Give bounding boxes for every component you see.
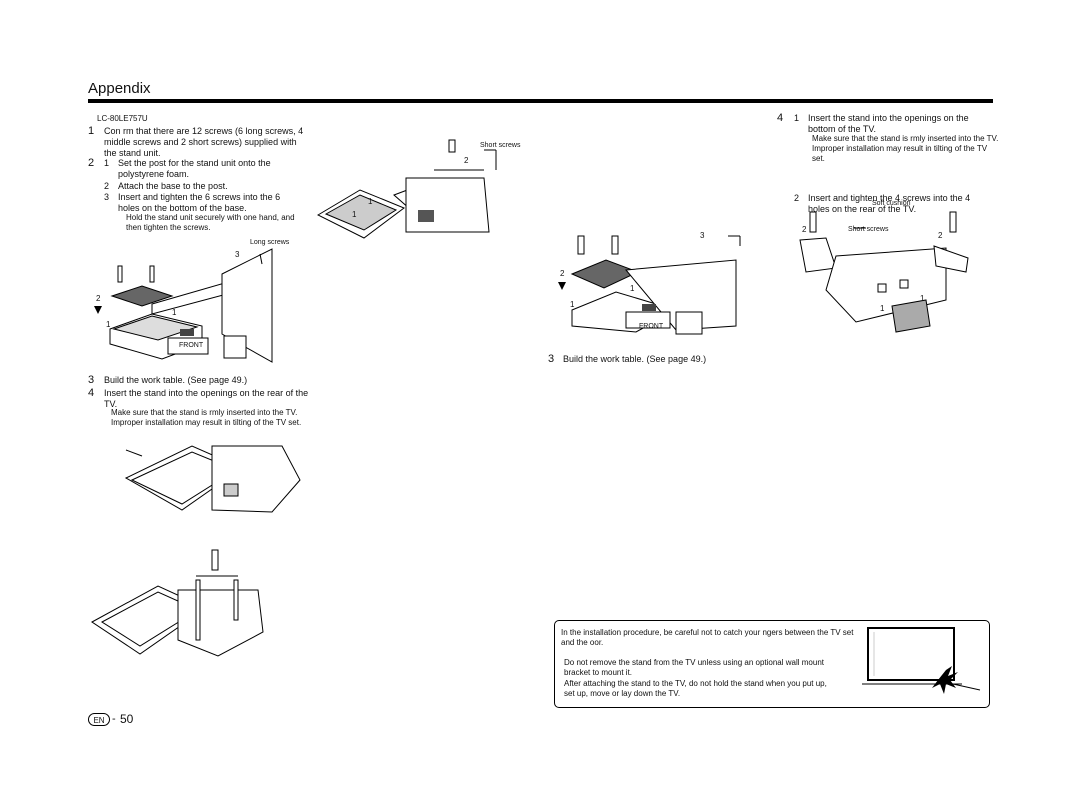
language-badge: EN bbox=[88, 713, 110, 726]
title-rule bbox=[88, 99, 993, 103]
fig2-callout-1b: 1 bbox=[352, 210, 357, 219]
tv-rear-insert-figure bbox=[124, 445, 301, 513]
right-step-4-note: Make sure that the stand is rmly inserte… bbox=[812, 134, 999, 163]
right-callout-1b: 1 bbox=[880, 304, 885, 313]
callout-1-right: 1 bbox=[172, 308, 177, 317]
step-1-text: Con rm that there are 12 screws (6 long … bbox=[104, 126, 304, 158]
callout-1-left: 1 bbox=[106, 320, 111, 329]
step-2-number: 2 bbox=[88, 157, 95, 169]
middle-assembly-figure bbox=[558, 235, 741, 335]
short-screws-label: Short screws bbox=[480, 142, 521, 149]
middle-callout-1b: 1 bbox=[570, 300, 575, 309]
left-step-3-text: Build the work table. (See page 49.) bbox=[104, 375, 248, 385]
fig2-callout-2: 2 bbox=[464, 156, 469, 165]
fig2-callout-1a: 1 bbox=[368, 197, 373, 206]
tv-bottom-figure bbox=[799, 211, 969, 333]
right-step-4-sub2-number: 2 bbox=[794, 193, 800, 203]
tv-screw-figure bbox=[91, 549, 264, 657]
callout-3: 3 bbox=[235, 250, 240, 259]
callout-2: 2 bbox=[96, 294, 101, 303]
step-2-note: Hold the stand unit securely with one ha… bbox=[126, 213, 295, 232]
front-label: FRONT bbox=[179, 342, 204, 349]
long-screws-label: Long screws bbox=[250, 239, 290, 246]
middle-callout-2: 2 bbox=[560, 269, 565, 278]
caution-notice-box bbox=[554, 620, 990, 708]
left-step-4-text: Insert the stand into the openings on th… bbox=[104, 388, 309, 409]
right-callout-2b: 2 bbox=[938, 231, 943, 240]
footer-separator: - bbox=[112, 713, 116, 725]
step-2-sub2-text: Attach the base to the post. bbox=[118, 181, 228, 191]
step-2-sub1-number: 1 bbox=[104, 158, 110, 168]
right-step-4-sub2-text: Insert and tighten the 4 screws into the… bbox=[808, 193, 971, 214]
notice-line-2: Do not remove the stand from the TV unle… bbox=[564, 658, 824, 677]
page-title: Appendix bbox=[88, 80, 151, 97]
soft-cushion-label: Soft cushion bbox=[872, 200, 911, 207]
middle-callout-1a: 1 bbox=[630, 284, 635, 293]
left-step-3-number: 3 bbox=[88, 374, 95, 386]
right-callout-1a: 1 bbox=[920, 294, 925, 303]
notice-line-3: After attaching the stand to the TV, do … bbox=[564, 679, 827, 698]
stand-assembly-figure bbox=[94, 248, 273, 363]
step-1-number: 1 bbox=[88, 125, 95, 137]
middle-callout-3: 3 bbox=[700, 231, 705, 240]
step-2-sub1-text: Set the post for the stand unit onto the… bbox=[118, 158, 271, 179]
notice-line-1: In the installation procedure, be carefu… bbox=[561, 628, 854, 647]
right-short-screws-label: Short screws bbox=[848, 226, 889, 233]
right-step-4-sub1-text: Insert the stand into the openings on th… bbox=[808, 113, 969, 134]
right-step-4-sub1-number: 1 bbox=[794, 113, 800, 123]
left-step-4-number: 4 bbox=[88, 387, 95, 399]
left-step-4-note: Make sure that the stand is rmly inserte… bbox=[111, 408, 302, 427]
model-name: LC-80LE757U bbox=[97, 114, 148, 123]
right-callout-2a: 2 bbox=[802, 225, 807, 234]
middle-step-3-number: 3 bbox=[548, 353, 555, 365]
middle-step-3-text: Build the work table. (See page 49.) bbox=[563, 354, 707, 364]
short-screws-figure bbox=[316, 139, 497, 239]
right-step-4-number: 4 bbox=[777, 112, 784, 124]
step-2-sub3-text: Insert and tighten the 6 screws into the… bbox=[118, 192, 281, 213]
step-2-sub3-number: 3 bbox=[104, 192, 110, 202]
step-2-sub2-number: 2 bbox=[104, 181, 110, 191]
middle-front-label: FRONT bbox=[639, 323, 664, 330]
page-number: 50 bbox=[120, 712, 134, 726]
finger-pinch-warning-icon bbox=[862, 627, 981, 694]
